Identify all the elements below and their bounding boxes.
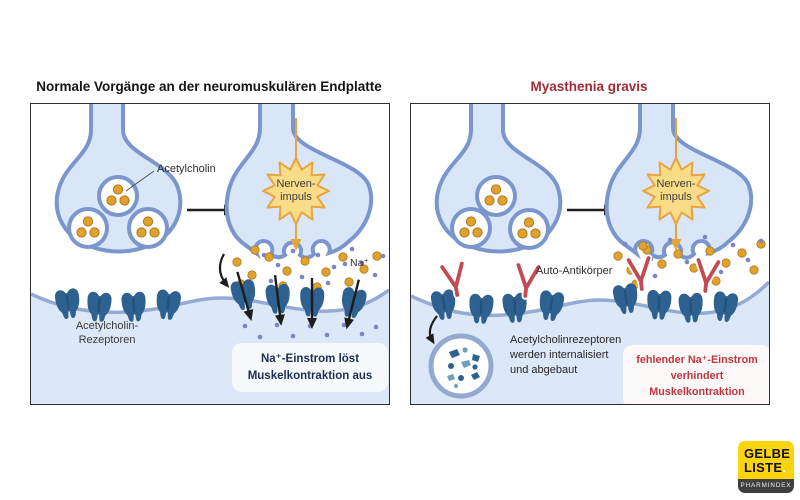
- logo-line1: GELBE: [744, 446, 791, 461]
- left-panel-title: Normale Vorgänge an der neuromuskulären …: [36, 79, 382, 94]
- logo-dot: .: [782, 460, 787, 475]
- acetylcholine-leader-line: [125, 170, 155, 192]
- active-nerve-terminal: [224, 104, 374, 260]
- right-panel-title: Myasthenia gravis: [530, 79, 648, 94]
- internalization-curved-arrow-icon: [425, 315, 438, 345]
- sodium-label: Na⁺: [350, 257, 369, 269]
- active-nerve-terminal: [604, 104, 754, 260]
- logo-wordmark: GELBE LISTE.: [738, 441, 794, 479]
- logo-pharmindex: PHARMINDEX: [738, 479, 794, 493]
- sodium-influx-arrows: [236, 271, 360, 330]
- myasthenia-result-box: fehlender Na⁺-Einstrom verhindert Muskel…: [623, 345, 769, 404]
- right-panel: Nerven- impuls Auto-Antikörper Acetylcho…: [410, 103, 770, 405]
- sodium-ions: [242, 246, 386, 340]
- gelbe-liste-logo: GELBE LISTE. PHARMINDEX: [738, 441, 794, 493]
- resting-nerve-terminal: [54, 104, 183, 254]
- degraded-receptor-circle: [428, 333, 494, 399]
- receptor-label: Acetylcholin- Rezeptoren: [75, 320, 139, 347]
- nerve-impulse-label: Nerven- impuls: [276, 178, 316, 204]
- resting-nerve-terminal: [434, 104, 563, 254]
- normal-result-box: Na⁺-Einstrom löst Muskelkontraktion aus: [232, 343, 388, 393]
- nerve-impulse-label: Nerven- impuls: [656, 178, 696, 204]
- logo-line2: LISTE: [744, 460, 783, 475]
- internalization-label: Acetylcholinrezeptoren werden internalis…: [510, 334, 622, 376]
- auto-antibody-label: Auto-Antikörper: [536, 265, 613, 277]
- left-panel: Acetylcholin Nerven- impuls Na⁺ Acetylch…: [30, 103, 390, 405]
- acetylcholine-label: Acetylcholin: [157, 163, 216, 175]
- release-curved-arrow-icon: [218, 253, 230, 288]
